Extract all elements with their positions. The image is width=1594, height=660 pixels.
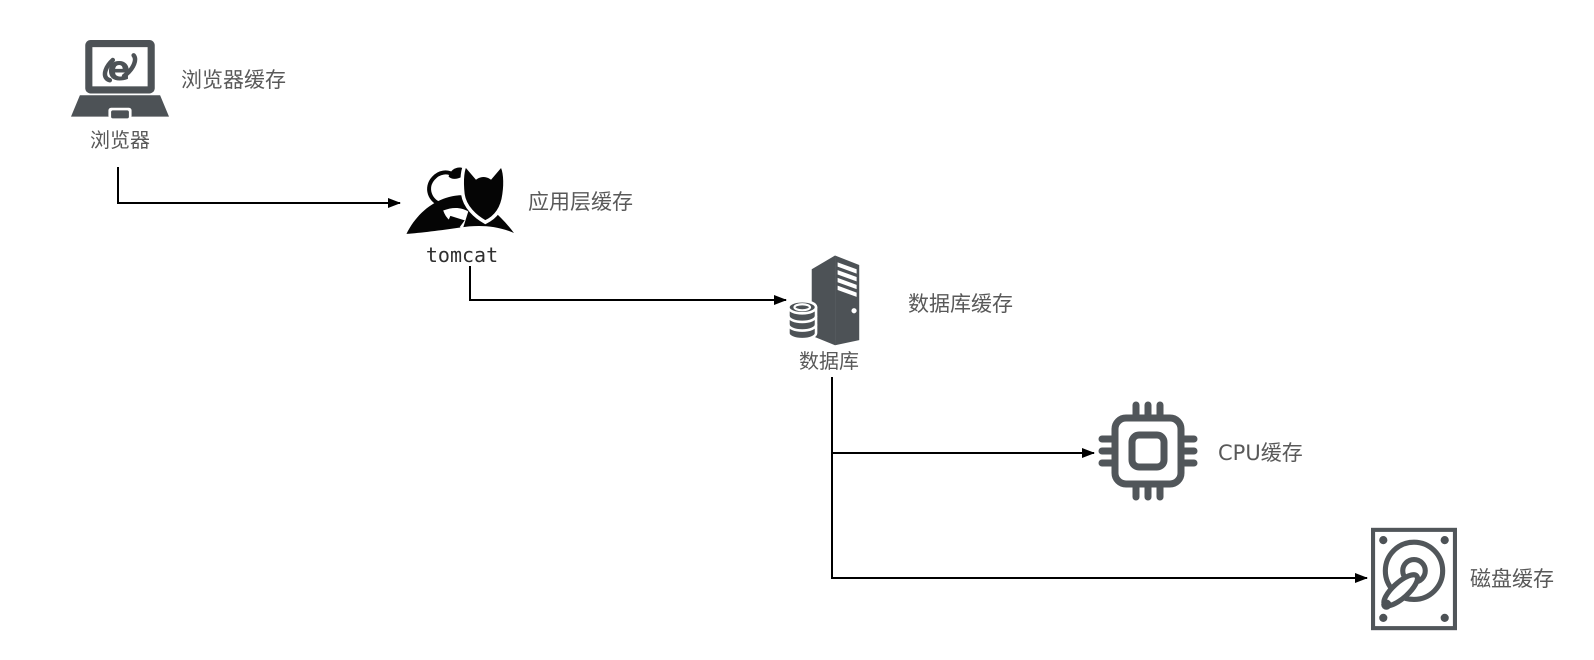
- tomcat-cat-icon: [406, 161, 514, 234]
- node-browser: e 浏览器: [70, 36, 170, 152]
- node-cpu: [1097, 401, 1199, 501]
- database-node-label: 数据库: [799, 349, 859, 373]
- arrow-database-to-cpu: [831, 377, 1095, 458]
- tomcat-cache-label: 应用层缓存: [528, 190, 633, 214]
- database-server-icon: [787, 255, 860, 346]
- arrow-browser-to-tomcat: [117, 167, 401, 208]
- database-cache-label: 数据库缓存: [908, 292, 1013, 316]
- browser-node-label: 浏览器: [90, 128, 150, 152]
- ie-e-logo: e: [108, 49, 131, 88]
- hard-disk-icon: [1371, 527, 1457, 631]
- node-disk: [1369, 527, 1459, 631]
- node-tomcat: tomcat: [402, 155, 522, 267]
- cpu-cache-label: CPU缓存: [1218, 441, 1303, 465]
- cpu-chip-icon: [1098, 401, 1198, 501]
- arrow-tomcat-to-database: [469, 266, 787, 305]
- node-database: 数据库: [784, 252, 874, 373]
- browser-cache-label: 浏览器缓存: [181, 68, 286, 92]
- tomcat-node-label: tomcat: [425, 243, 499, 267]
- power-led: [851, 308, 857, 314]
- disk-cache-label: 磁盘缓存: [1470, 567, 1554, 591]
- browser-laptop-icon: e: [71, 40, 169, 119]
